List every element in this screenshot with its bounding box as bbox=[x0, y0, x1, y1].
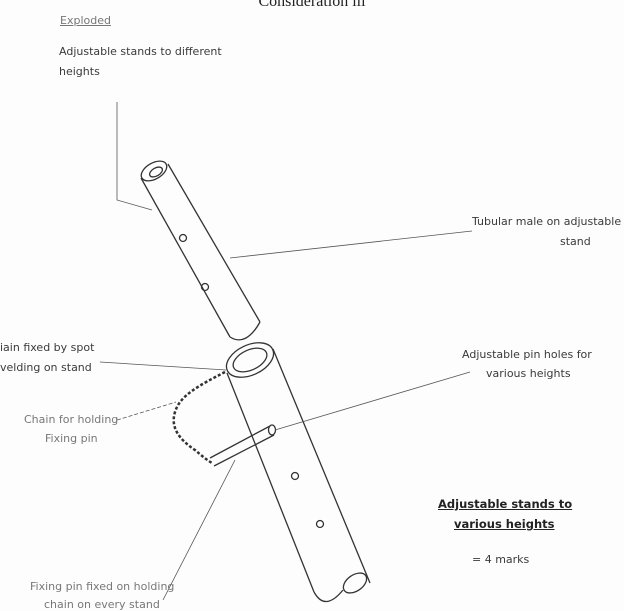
summary-heading: Adjustable stands to bbox=[438, 497, 573, 511]
pin-hole bbox=[315, 519, 325, 529]
summary-heading-line2: various heights bbox=[454, 517, 555, 531]
label-pin-holes: Adjustable pin holes for bbox=[462, 348, 592, 361]
label-chain-holding-line2: Fixing pin bbox=[45, 432, 98, 445]
leader-lines bbox=[99, 102, 473, 601]
chain bbox=[172, 370, 226, 465]
page-title: Consideration iii bbox=[258, 0, 366, 10]
label-fixing-pin-line2: chain on every stand bbox=[44, 598, 160, 611]
label-fixing-pin: Fixing pin fixed on holding bbox=[30, 580, 175, 593]
summary-marks: = 4 marks bbox=[472, 553, 530, 566]
upper-tube bbox=[140, 160, 261, 341]
lower-tube bbox=[225, 342, 371, 603]
label-pin-holes-line2: various heights bbox=[486, 367, 571, 380]
pin-hole bbox=[200, 282, 210, 292]
pin-hole bbox=[178, 233, 188, 243]
label-adjustable-stands-line2: heights bbox=[59, 65, 100, 78]
label-tubular-male-line2: stand bbox=[560, 235, 591, 248]
pin-hole bbox=[290, 471, 300, 481]
subtitle-exploded: Exploded bbox=[60, 14, 111, 27]
label-chain-holding: Chain for holding bbox=[24, 413, 119, 426]
fixing-pin bbox=[209, 424, 277, 467]
label-chain-fixed-line2: velding on stand bbox=[0, 361, 92, 374]
label-adjustable-stands: Adjustable stands to different bbox=[59, 45, 222, 58]
label-chain-fixed: iain fixed by spot bbox=[0, 341, 95, 354]
label-tubular-male: Tubular male on adjustable bbox=[472, 215, 622, 228]
